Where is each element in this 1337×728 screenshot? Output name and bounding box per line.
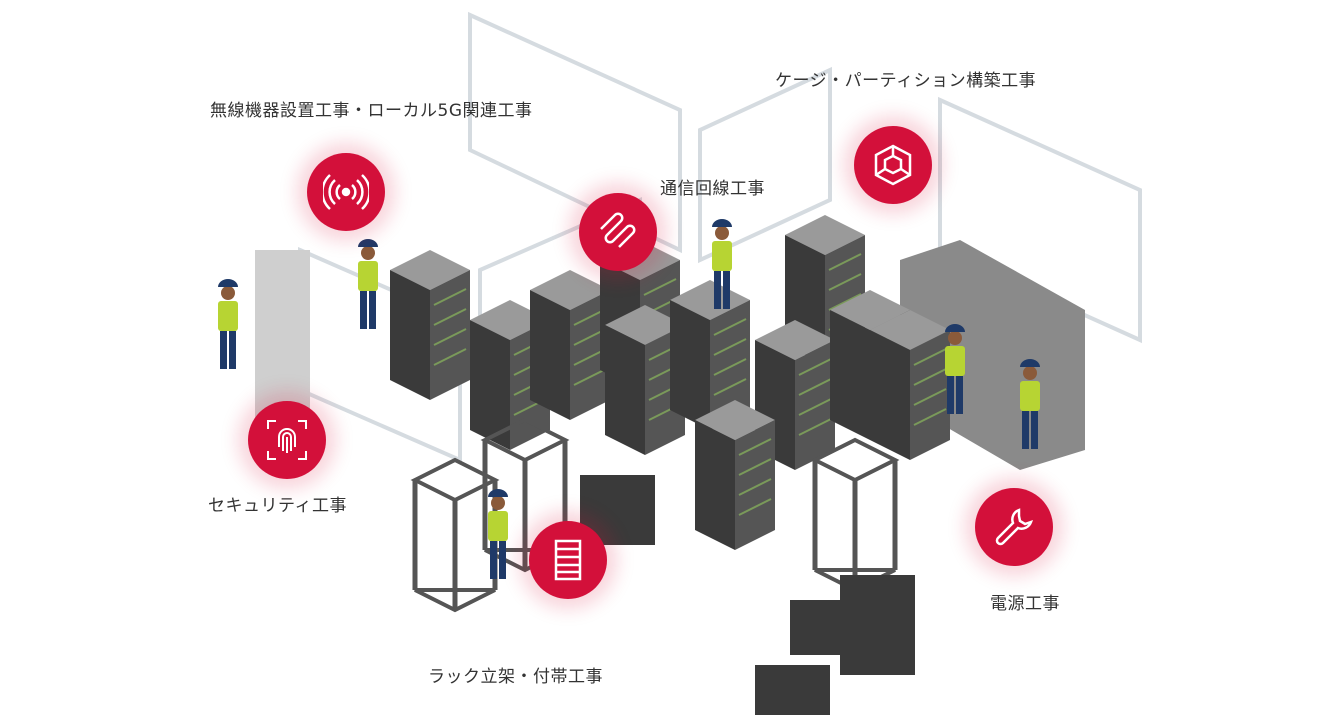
service-label-security: セキュリティ工事 <box>208 496 347 516</box>
security-door <box>255 250 310 430</box>
power-badge <box>975 488 1053 566</box>
cable-icon <box>600 212 636 248</box>
security-badge <box>248 401 326 479</box>
service-label-cage-partition: ケージ・パーティション構築工事 <box>775 71 1037 91</box>
service-label-power: 電源工事 <box>990 594 1060 614</box>
rack-badge <box>529 521 607 599</box>
wireless-badge <box>307 153 385 231</box>
service-label-rack: ラック立架・付帯工事 <box>428 667 603 687</box>
cube-icon <box>874 144 912 186</box>
service-label-communication-line: 通信回線工事 <box>660 179 765 199</box>
communication-line-badge <box>579 193 657 271</box>
wrench-icon <box>995 508 1034 546</box>
wireless-signal-icon <box>323 174 369 210</box>
fingerprint-icon <box>267 420 307 460</box>
rack-icon <box>554 539 582 581</box>
service-label-wireless: 無線機器設置工事・ローカル5G関連工事 <box>210 101 533 121</box>
cage-badge <box>854 126 932 204</box>
